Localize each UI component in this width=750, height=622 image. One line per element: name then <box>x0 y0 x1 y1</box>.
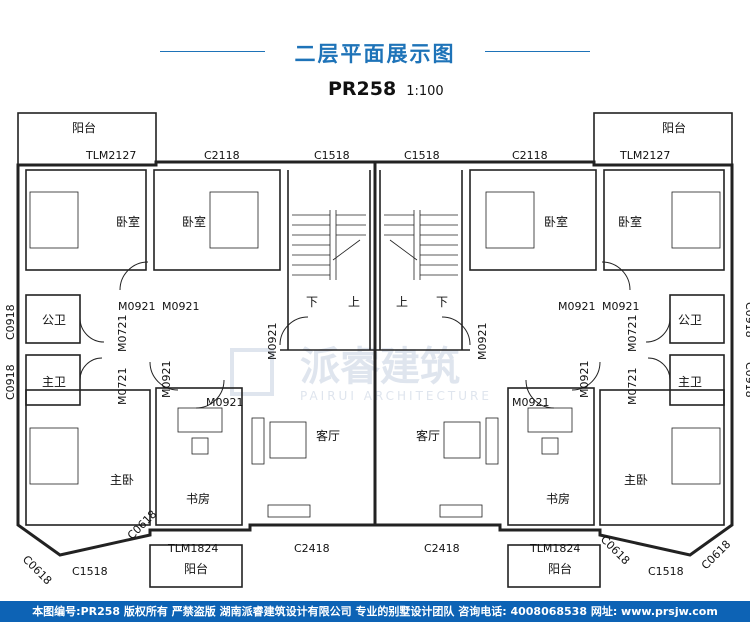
label-balcony: 阳台 <box>184 561 208 576</box>
room-bedroom-right-2 <box>469 169 597 271</box>
label-m0921: M0921 <box>558 300 596 313</box>
bed-icon <box>671 191 721 249</box>
label-m0721: M0721 <box>626 368 639 406</box>
label-c1518: C1518 <box>404 149 440 162</box>
label-balcony: 阳台 <box>548 561 572 576</box>
title-text: 二层平面展示图 <box>294 42 456 66</box>
bed-icon <box>29 427 79 485</box>
label-bedroom: 卧室 <box>116 214 140 229</box>
label-public-bath: 公卫 <box>42 313 66 327</box>
label-m0721: M0721 <box>626 315 639 353</box>
label-tlm1824: TLM1824 <box>529 542 580 555</box>
label-c2418: C2418 <box>294 542 330 555</box>
label-m0721: M0721 <box>116 368 129 406</box>
title-rule-left <box>160 51 265 52</box>
title-rule-right <box>485 51 590 52</box>
label-c1518: C1518 <box>314 149 350 162</box>
label-c0918: C0918 <box>743 302 750 338</box>
label-m0921: M0921 <box>476 323 489 361</box>
room-master-bedroom-right <box>599 389 725 526</box>
bed-icon <box>671 427 721 485</box>
sofa-icon <box>251 417 265 465</box>
label-living: 客厅 <box>316 428 340 443</box>
bed-icon <box>485 191 535 249</box>
label-m0921: M0921 <box>118 300 156 313</box>
label-master-bath: 主卫 <box>678 375 702 389</box>
label-bedroom: 卧室 <box>544 214 568 229</box>
bed-icon <box>29 191 79 249</box>
chair-icon <box>191 437 209 455</box>
watermark-brand: 派睿建筑 <box>300 344 460 390</box>
room-study-left <box>155 387 243 526</box>
label-m0921: M0921 <box>206 396 244 409</box>
label-living: 客厅 <box>416 428 440 443</box>
footer-bar: 本图编号:PR258 版权所有 严禁盗版 湖南派睿建筑设计有限公司 专业的别墅设… <box>0 601 750 622</box>
label-c2118: C2118 <box>512 149 548 162</box>
bed-icon <box>209 191 259 249</box>
label-balcony: 阳台 <box>72 120 96 135</box>
label-balcony: 阳台 <box>662 120 686 135</box>
label-c0918: C0918 <box>743 362 750 398</box>
label-stair-down: 下 <box>436 295 448 309</box>
label-c0618: C0618 <box>20 553 54 587</box>
label-m0921: M0921 <box>602 300 640 313</box>
label-public-bath: 公卫 <box>678 313 702 327</box>
label-m0921: M0921 <box>160 361 173 399</box>
label-master-bedroom: 主卧 <box>624 473 648 487</box>
label-stair-up: 上 <box>348 295 360 309</box>
label-c2118: C2118 <box>204 149 240 162</box>
watermark-brand-en: PAIRUI ARCHITECTURE <box>300 389 492 403</box>
label-master-bedroom: 主卧 <box>110 473 134 487</box>
label-c0918: C0918 <box>4 304 17 340</box>
label-c0618: C0618 <box>699 538 733 572</box>
room-bedroom-left <box>25 169 147 271</box>
label-c1518: C1518 <box>648 565 684 578</box>
plan-scale: 1:100 <box>406 84 444 99</box>
room-study-right <box>507 387 595 526</box>
watermark-logo <box>230 348 274 396</box>
label-stair-up: 上 <box>396 295 408 309</box>
label-m0721: M0721 <box>116 315 129 353</box>
plan-code: PR258 <box>328 78 397 100</box>
building-outline <box>16 160 734 557</box>
label-bedroom: 卧室 <box>182 214 206 229</box>
room-bedroom-right <box>603 169 725 271</box>
desk-icon <box>527 407 573 433</box>
chair-icon <box>541 437 559 455</box>
room-bedroom-left-2 <box>153 169 281 271</box>
label-m0921: M0921 <box>162 300 200 313</box>
balcony-bottom-left <box>149 544 243 588</box>
label-tlm2127: TLM2127 <box>619 149 670 162</box>
label-c0918: C0918 <box>4 364 17 400</box>
label-m0921: M0921 <box>578 361 591 399</box>
label-study: 书房 <box>186 491 210 506</box>
coffee-table-icon <box>269 421 307 459</box>
room-master-bedroom-left <box>25 389 151 526</box>
page-title: 二层平面展示图 <box>0 38 750 68</box>
label-bedroom: 卧室 <box>618 214 642 229</box>
label-tlm2127: TLM2127 <box>85 149 136 162</box>
sofa-icon <box>439 504 483 518</box>
label-stair-down: 下 <box>306 295 318 309</box>
label-tlm1824: TLM1824 <box>167 542 218 555</box>
sofa-icon <box>267 504 311 518</box>
label-study: 书房 <box>546 491 570 506</box>
label-m0921: M0921 <box>512 396 550 409</box>
desk-icon <box>177 407 223 433</box>
label-m0921: M0921 <box>266 323 279 361</box>
label-c2418: C2418 <box>424 542 460 555</box>
sofa-icon <box>485 417 499 465</box>
label-c1518: C1518 <box>72 565 108 578</box>
floor-plan: 派睿建筑 PAIRUI ARCHITECTURE <box>4 112 750 588</box>
plan-subtitle: PR258 1:100 <box>328 78 444 100</box>
coffee-table-icon <box>443 421 481 459</box>
label-master-bath: 主卫 <box>42 375 66 389</box>
balcony-bottom-right <box>507 544 601 588</box>
